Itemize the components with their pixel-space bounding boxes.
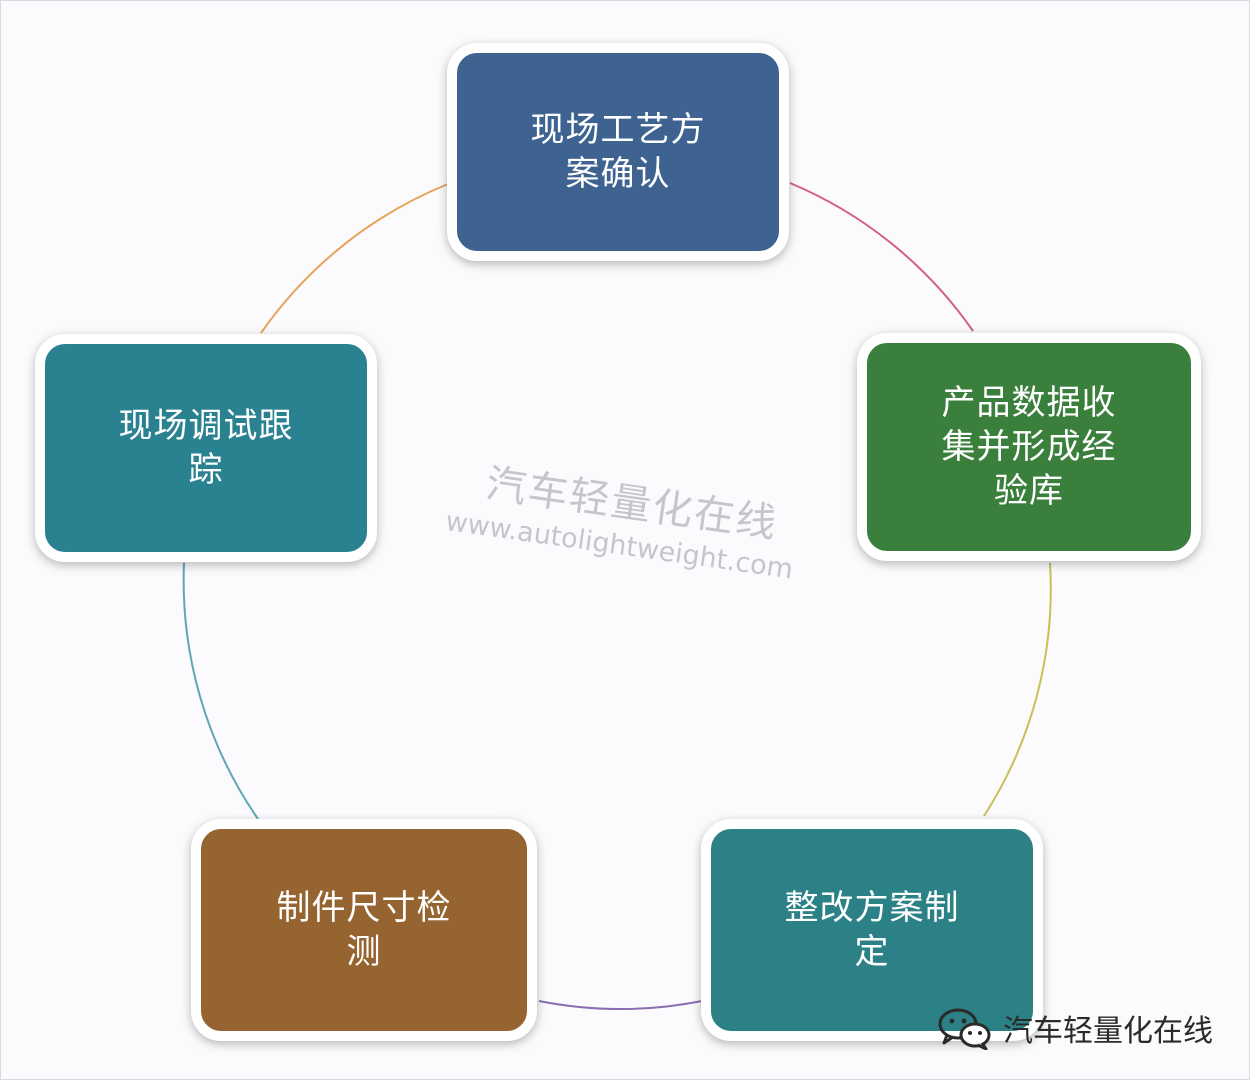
connector-debug-to-process [260,183,449,334]
connector-data-to-plan [983,562,1052,817]
node-process-confirm-label: 现场工艺方 案确认 [530,110,706,194]
node-plan-formulation-label: 整改方案制 定 [784,888,960,972]
node-size-inspection-label: 制件尺寸检 测 [276,888,452,972]
node-process-confirm: 现场工艺方 案确认 [447,43,789,261]
node-data-collection-label: 产品数据收 集并形成经 验库 [941,383,1117,511]
wechat-icon [938,1008,991,1050]
node-debug-tracking-label: 现场调试跟 踪 [118,406,294,490]
brand-footer: 汽车轻量化在线 [937,1006,1213,1050]
node-data-collection: 产品数据收 集并形成经 验库 [857,333,1201,561]
brand-name: 汽车轻量化在线 [1003,1014,1213,1049]
connector-size-to-debug [182,562,259,820]
node-plan-formulation: 整改方案制 定 [701,819,1043,1041]
connector-process-to-data [789,182,974,332]
node-debug-tracking: 现场调试跟 踪 [35,334,377,562]
connector-plan-to-size [538,1000,703,1010]
node-size-inspection: 制件尺寸检 测 [191,819,537,1041]
